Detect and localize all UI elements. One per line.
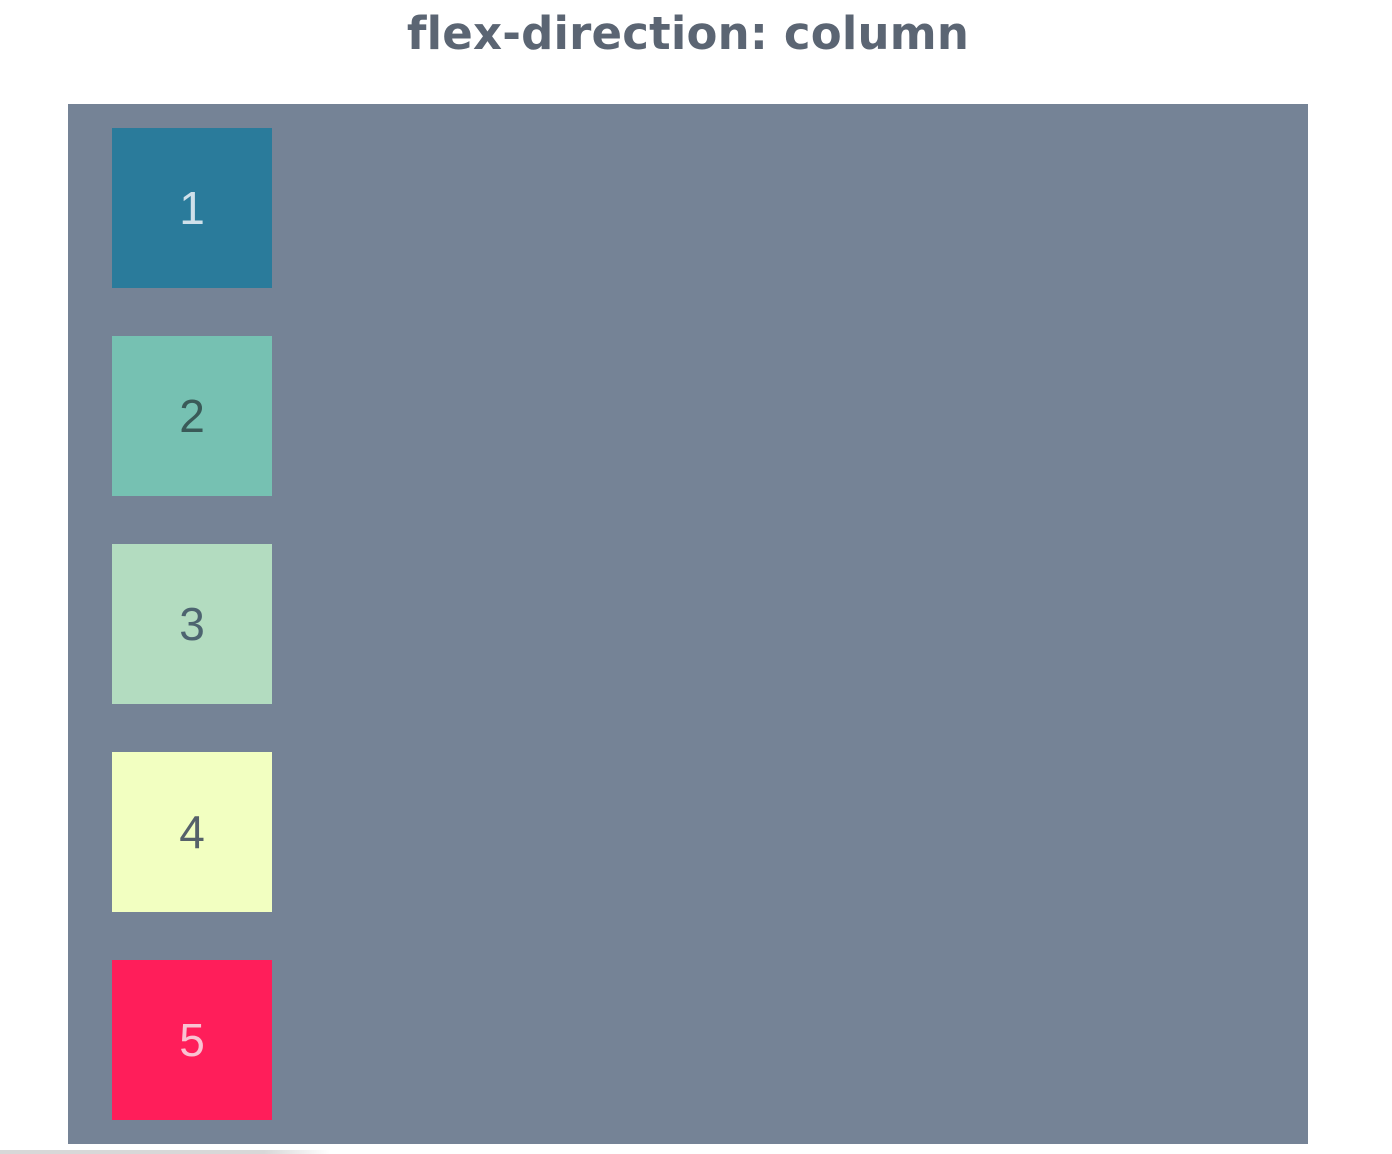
flex-item-5: 5 [112,960,272,1120]
flex-item-2: 2 [112,336,272,496]
flex-item-3: 3 [112,544,272,704]
bottom-edge-shadow [0,1150,330,1154]
flex-item-1: 1 [112,128,272,288]
page-title: flex-direction: column [406,7,970,60]
flex-item-4: 4 [112,752,272,912]
flex-container: 1 2 3 4 5 [68,104,1308,1144]
